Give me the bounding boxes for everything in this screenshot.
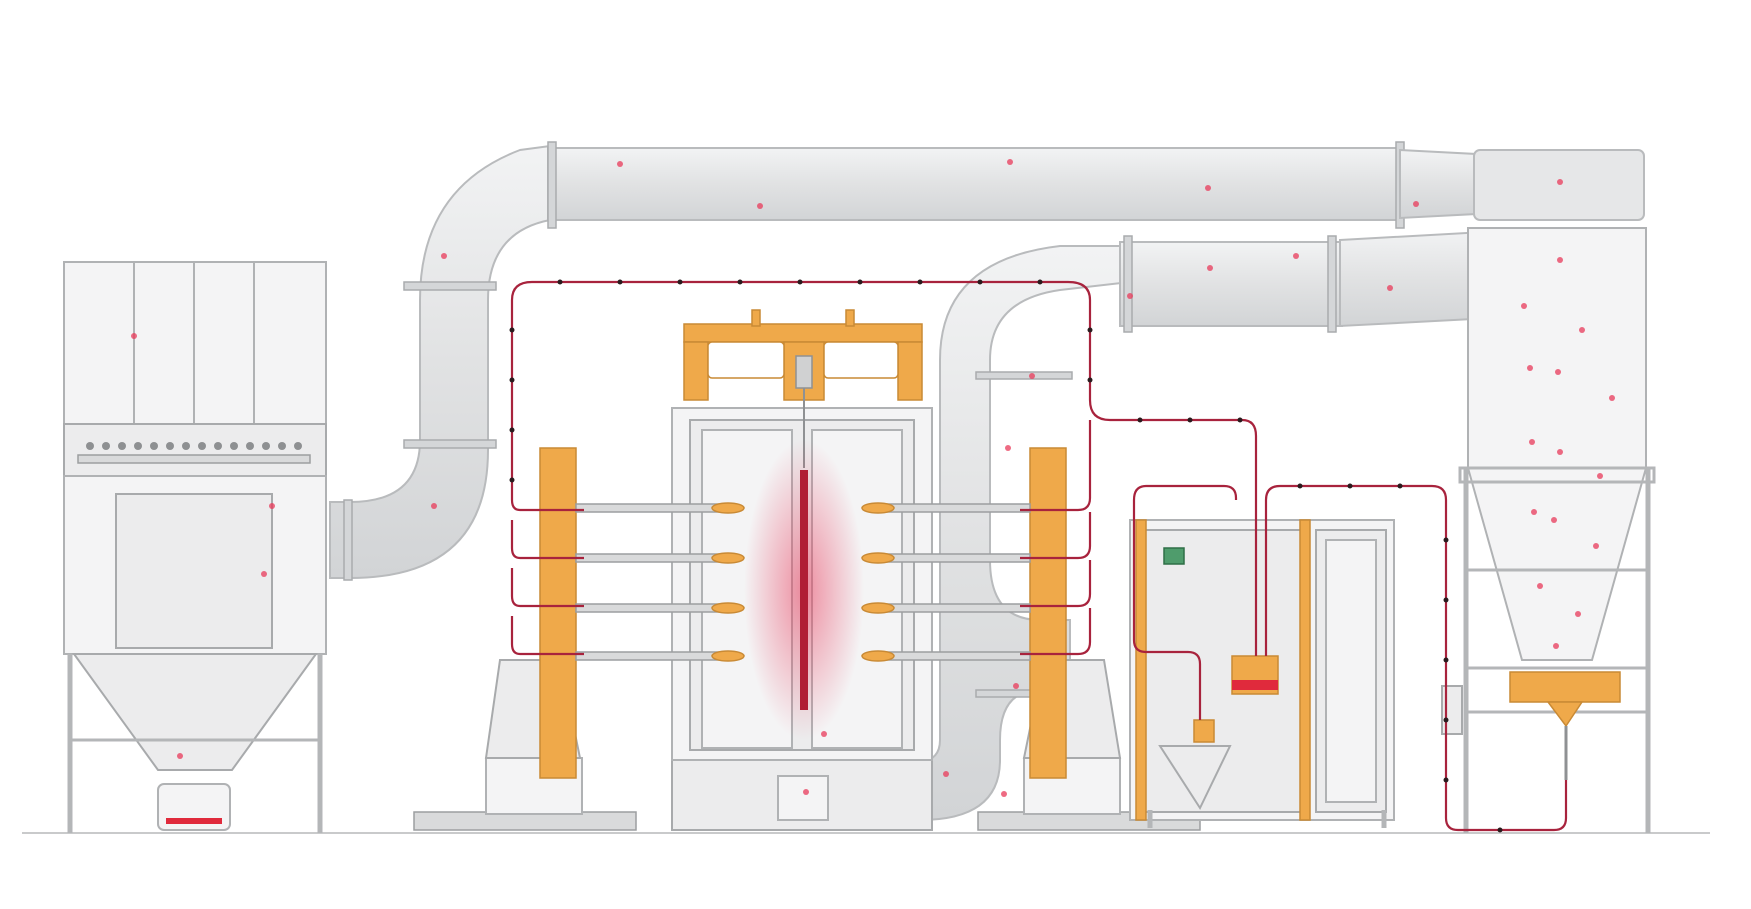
left-gun-mover [413, 447, 745, 831]
hose-gun-loop [510, 280, 1258, 656]
cyclone-separator [1441, 149, 1656, 833]
workpiece [800, 470, 808, 710]
pulse-valves [86, 442, 302, 450]
part-hanger [795, 355, 813, 389]
right-gun-arms [861, 502, 1031, 662]
hose-powder-center [1132, 484, 1238, 720]
powder-hoses [509, 279, 1568, 833]
booth-recovery-box [777, 775, 829, 821]
right-gun-mover [861, 447, 1201, 831]
filter-access-door [115, 493, 273, 649]
upper-return-duct [329, 141, 1477, 581]
powder-hopper [1158, 745, 1232, 811]
right-mover-column [1029, 447, 1067, 779]
cyclone-sieve [1509, 671, 1621, 703]
filter-manifold [63, 423, 327, 477]
powder-feed-center [1129, 519, 1395, 828]
control-display [1163, 547, 1185, 565]
powder-coating-booth [671, 309, 933, 831]
left-mover-column [539, 447, 577, 779]
left-gun-arms [575, 502, 745, 662]
duct-flange [403, 281, 497, 291]
cartridge-filter-unit [63, 261, 327, 833]
cyclone-fan-housing [1473, 149, 1645, 221]
filter-hopper [72, 653, 318, 771]
powder-particles [131, 159, 1615, 797]
cyclone-barrel [1467, 227, 1647, 469]
cyclone-cone [1466, 467, 1648, 661]
